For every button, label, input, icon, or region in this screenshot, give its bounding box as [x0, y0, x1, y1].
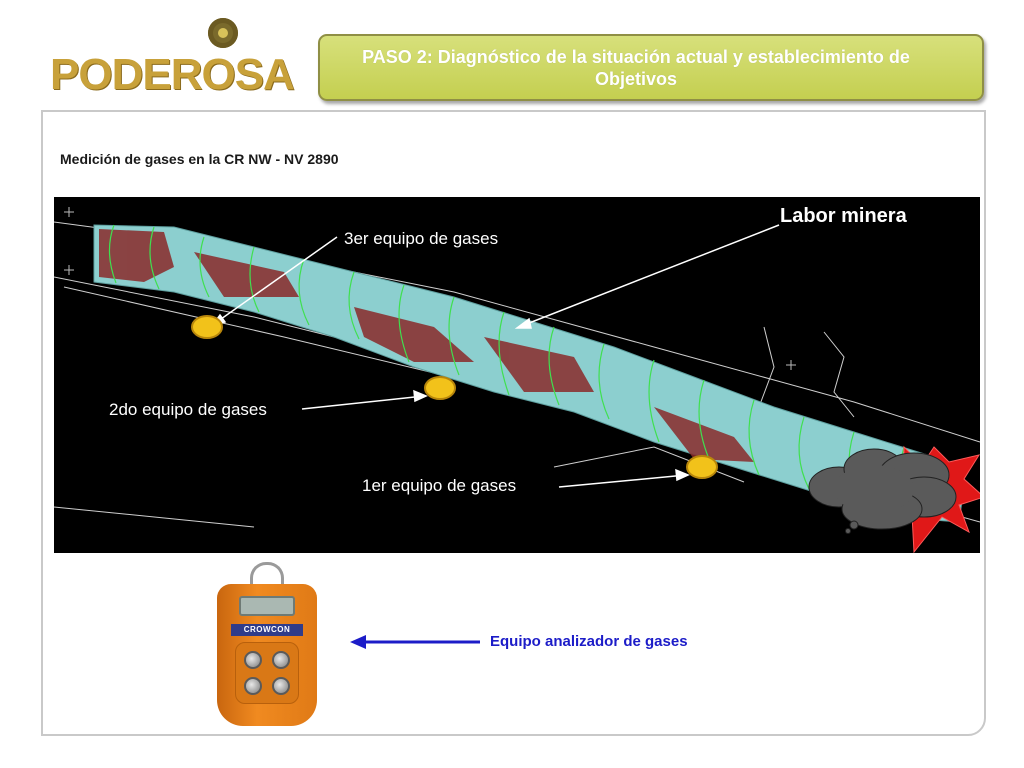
header-banner: PASO 2: Diagnóstico de la situación actu…: [318, 34, 984, 101]
equipo3-label: 3er equipo de gases: [344, 229, 499, 248]
survey-marks: [64, 207, 796, 370]
labor-minera-label: Labor minera: [780, 205, 907, 227]
sensor-icon: [272, 677, 290, 695]
equipo1-label: 1er equipo de gases: [362, 476, 517, 495]
device-screen: [239, 596, 295, 616]
tunnel-illustration: [54, 207, 980, 553]
equipo2-label: 2do equipo de gases: [109, 400, 267, 419]
device-body: CROWCON: [217, 584, 317, 726]
mine-tunnel-diagram: Labor minera 3er equipo de gases 2do equ…: [54, 197, 980, 553]
gas-detector-marker-icon: [686, 455, 718, 479]
sensor-icon: [244, 651, 262, 669]
page-title: PASO 2: Diagnóstico de la situación actu…: [362, 46, 910, 89]
device-clip: [250, 562, 284, 588]
device-caption: Equipo analizador de gases: [490, 633, 688, 650]
gas-detector-markers: [191, 315, 718, 479]
device-brand: CROWCON: [231, 624, 303, 636]
sensor-icon: [272, 651, 290, 669]
logo-ring-icon: [208, 18, 238, 48]
sensor-icon: [244, 677, 262, 695]
logo-text: PODEROSA: [50, 50, 295, 99]
tunnel-wall-patches: [99, 229, 959, 517]
arrow-left-icon: [350, 635, 480, 649]
device-sensor-panel: [235, 642, 299, 704]
gas-detector-marker-icon: [191, 315, 223, 339]
poderosa-logo: PODEROSA: [50, 18, 315, 100]
gas-detector-marker-icon: [424, 376, 456, 400]
section-subtitle: Medición de gases en la CR NW - NV 2890: [60, 151, 339, 167]
smoke-cloud-icon: [808, 448, 957, 534]
gas-analyzer-device-image: CROWCON: [205, 562, 325, 727]
